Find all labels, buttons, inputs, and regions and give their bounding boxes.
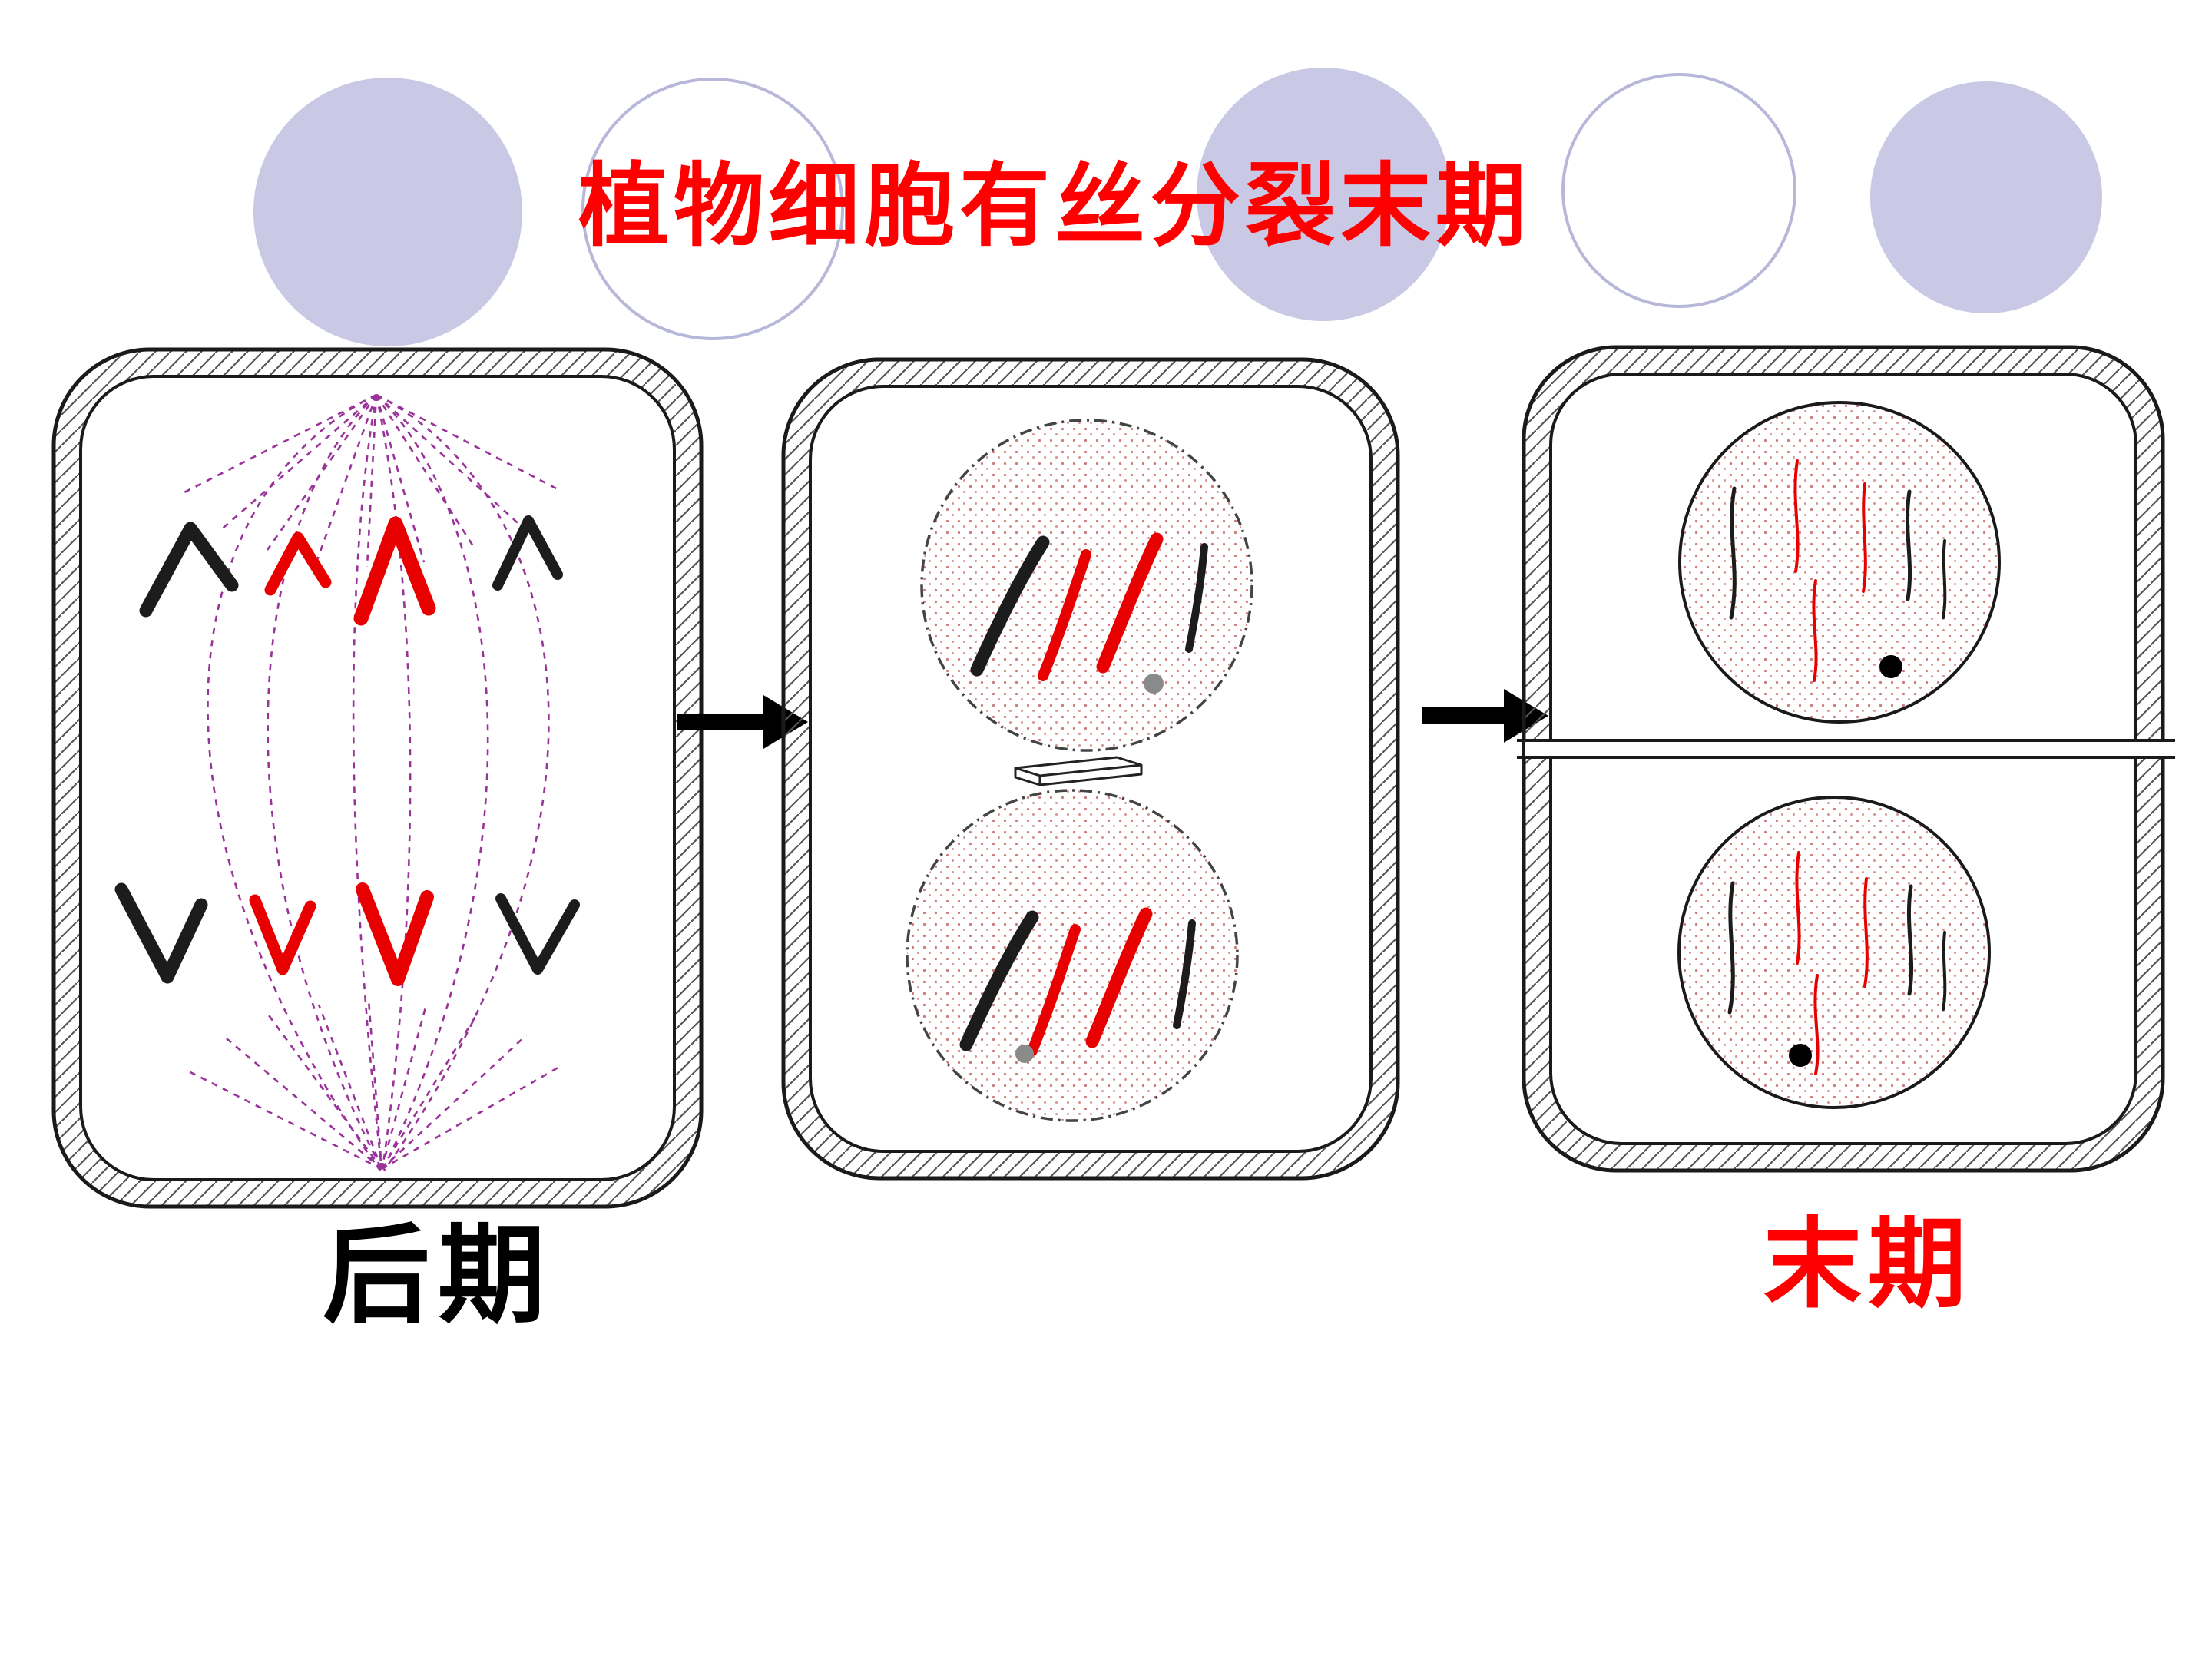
nucleolus (1144, 674, 1164, 694)
decorative-circle-outline (1561, 73, 1796, 308)
nucleus (1678, 401, 2001, 724)
nucleolus (1879, 655, 1902, 678)
slide-title: 植物细胞有丝分裂末期 (578, 156, 1532, 257)
chromosomes-dark (959, 910, 1196, 1051)
decorative-circle (1870, 81, 2102, 313)
stage-label-anaphase: 后期 (323, 1215, 554, 1336)
chromatin-dark (1727, 881, 1947, 1015)
chromosomes-dark (970, 535, 1208, 677)
decorative-circles (253, 68, 2102, 346)
chromosomes-dark (114, 515, 580, 984)
nucleolus (1789, 1044, 1812, 1067)
chromosomes-red (1038, 532, 1164, 681)
chromosomes-red (1027, 907, 1153, 1056)
telophase-cell-diagram (1517, 345, 2175, 1173)
nucleus (920, 419, 1253, 752)
chromatin-red (1795, 851, 1869, 1075)
spindle-fibers (182, 393, 561, 1171)
new-cell-wall (1517, 739, 2175, 759)
arrow-right-icon (677, 695, 808, 749)
chromatin-dark (1729, 486, 1947, 620)
stage-label-telophase: 末期 (1763, 1210, 1973, 1320)
cell-plate (1014, 756, 1143, 786)
nucleolus (1015, 1045, 1034, 1063)
nucleus (1677, 796, 1991, 1109)
chromosomes-red (249, 516, 436, 986)
anaphase-cell-diagram (51, 347, 704, 1209)
telophase-forming-cell-diagram (781, 357, 1400, 1181)
decorative-circle (1197, 68, 1450, 321)
cell-wall-inner (79, 375, 676, 1181)
nucleus (906, 789, 1239, 1122)
arrow-right-icon (1422, 689, 1548, 743)
decorative-circle (253, 78, 522, 346)
chromatin-red (1793, 459, 1867, 682)
decorative-circle-outline (581, 78, 844, 340)
